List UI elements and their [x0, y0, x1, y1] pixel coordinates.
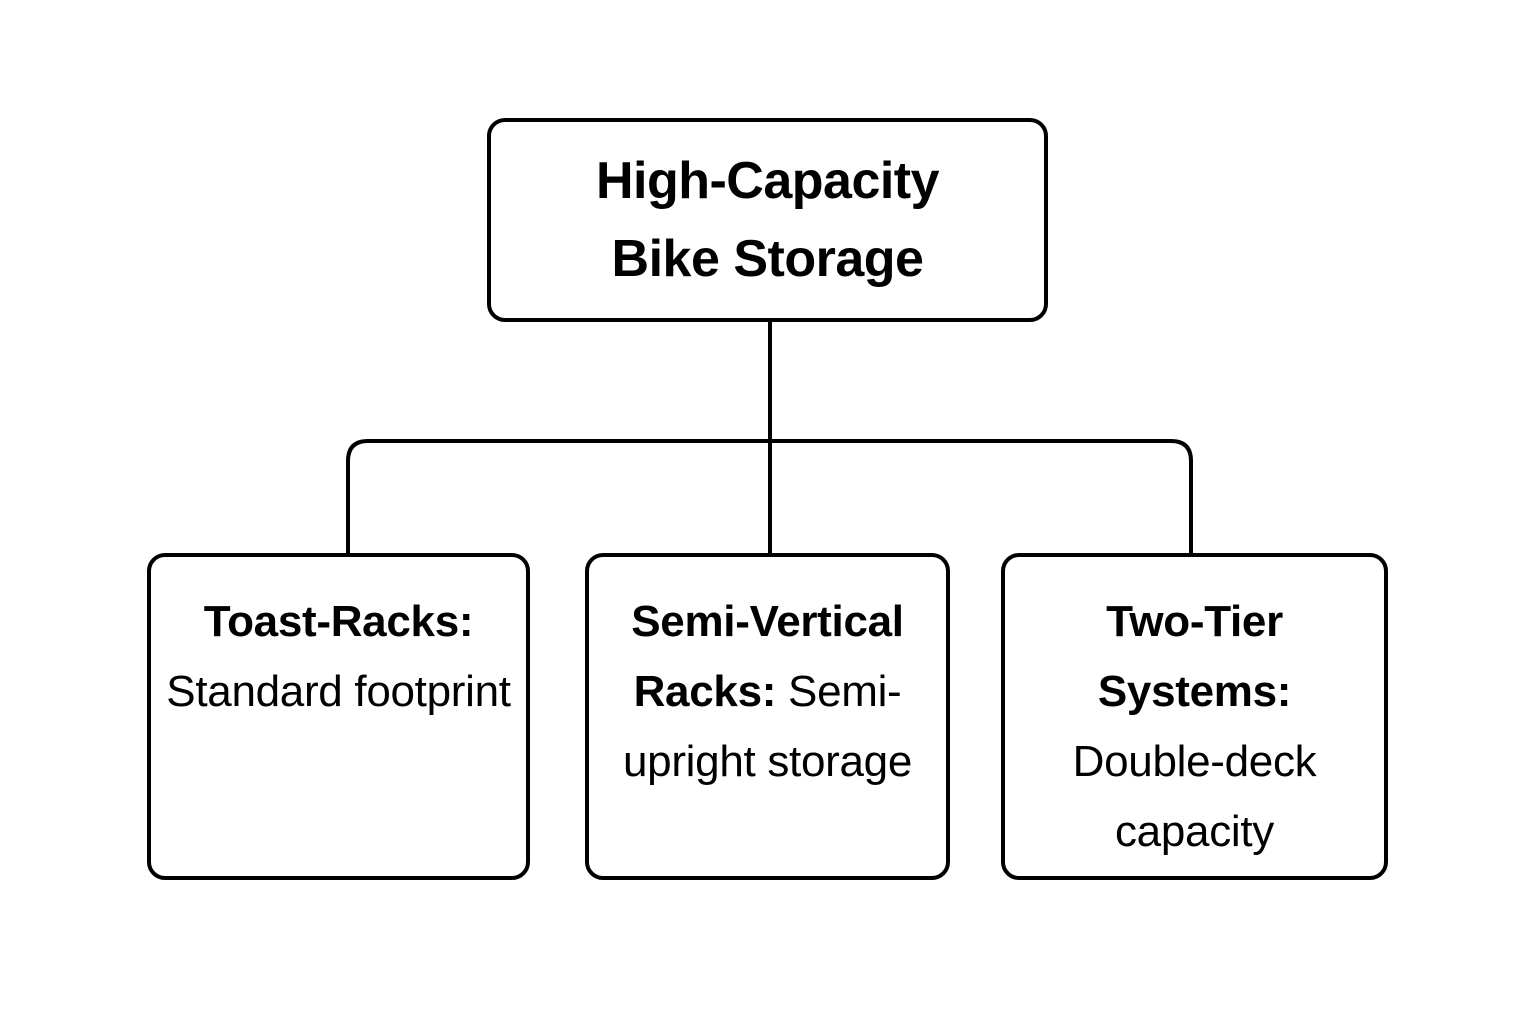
node-two-tier-systems-text: Two-Tier Systems: Double-deck capacity [1019, 587, 1370, 867]
node-two-tier-systems[interactable]: Two-Tier Systems: Double-deck capacity [1001, 553, 1388, 880]
node-toast-racks[interactable]: Toast-Racks: Standard footprint [147, 553, 530, 880]
connector-to-child-1 [346, 439, 770, 553]
node-semi-vertical-racks-text: Semi-Vertical Racks: Semi-upright storag… [603, 587, 932, 797]
connector-to-child-3 [770, 439, 1193, 553]
node-toast-racks-description: Standard footprint [166, 667, 511, 716]
node-toast-racks-term: Toast-Racks: [203, 597, 474, 646]
node-two-tier-systems-term: Two-Tier Systems: [1097, 597, 1292, 716]
node-semi-vertical-racks-description: Semi-upright storage [622, 667, 913, 786]
node-root-title: High-Capacity Bike Storage [595, 152, 940, 288]
node-root[interactable]: High-Capacity Bike Storage [487, 118, 1048, 322]
node-semi-vertical-racks-term: Semi-Vertical Racks: [631, 597, 904, 716]
node-semi-vertical-racks[interactable]: Semi-Vertical Racks: Semi-upright storag… [585, 553, 950, 880]
node-two-tier-systems-description: Double-deck capacity [1072, 737, 1317, 856]
node-toast-racks-text: Toast-Racks: Standard footprint [165, 587, 512, 727]
